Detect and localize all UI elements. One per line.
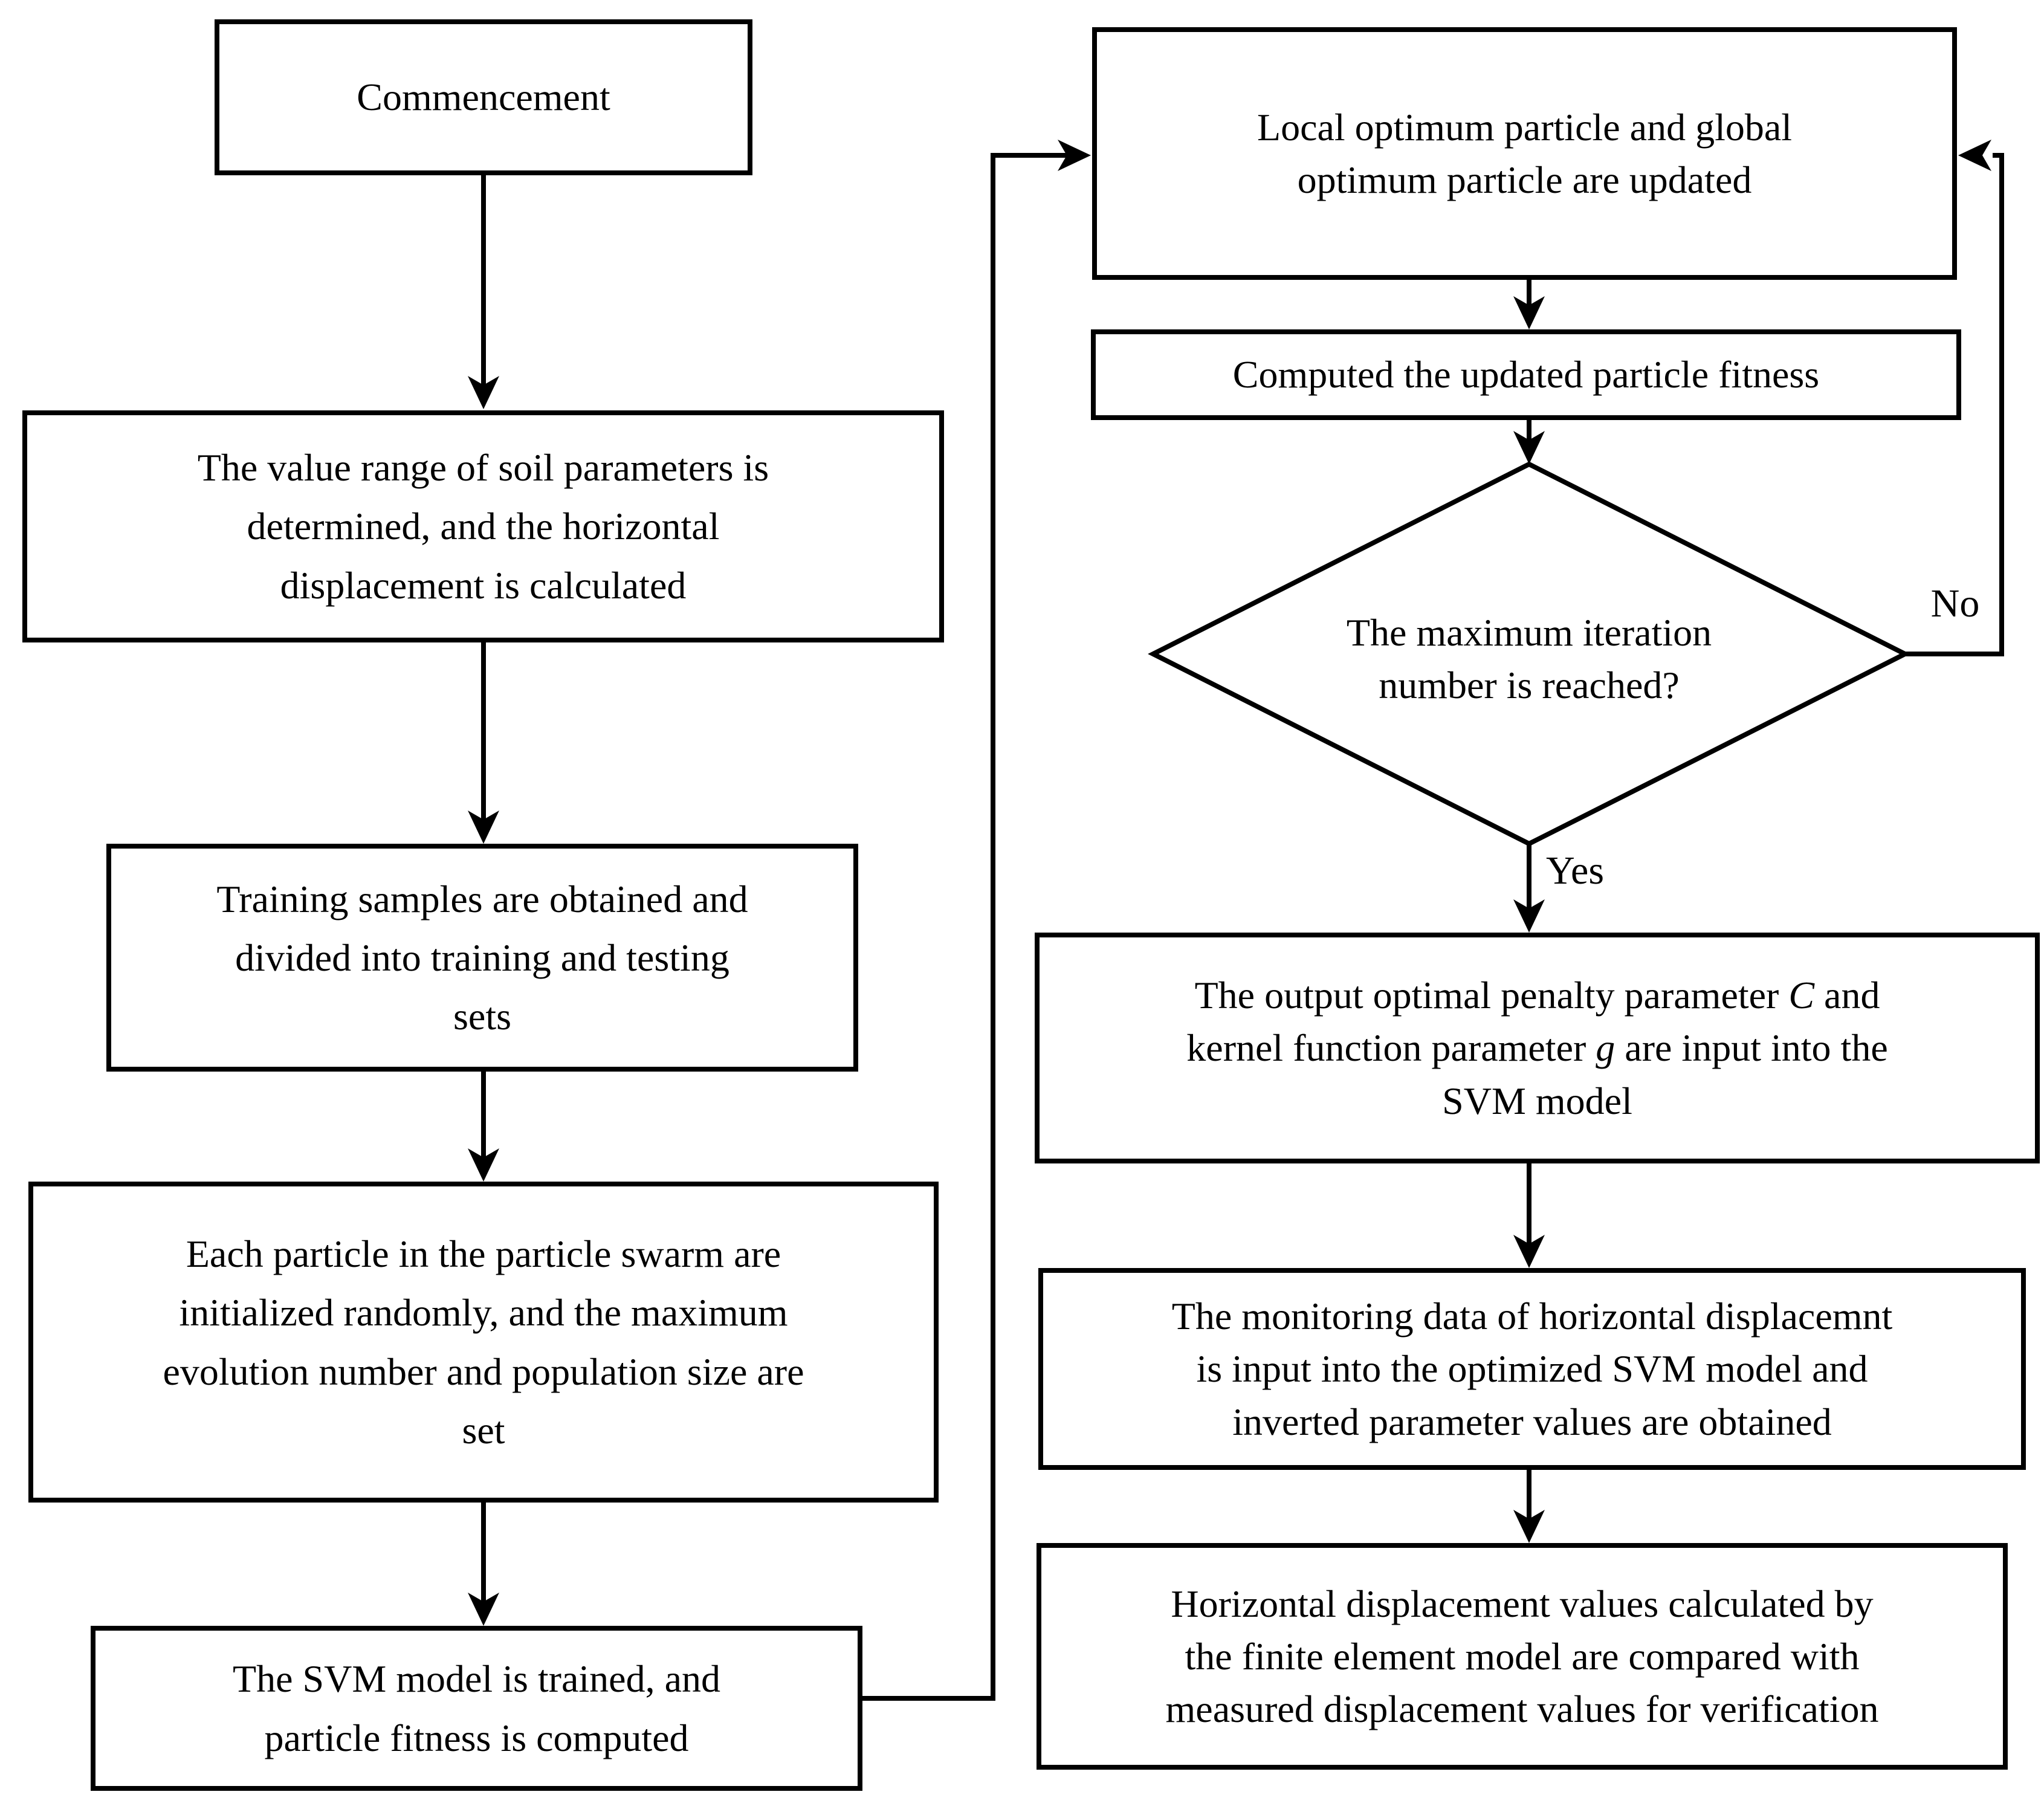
- verification-box: Horizontal displacement values calculate…: [1037, 1543, 2008, 1770]
- arrowhead-output: [1513, 899, 1545, 933]
- output-params-box: The output optimal penalty parameter C a…: [1035, 933, 2040, 1163]
- particle-init-text: Each particle in the particle swarm are …: [163, 1232, 804, 1452]
- particle-init-box: Each particle in the particle swarm are …: [28, 1182, 939, 1503]
- training-samples-box: Training samples are obtained and divide…: [106, 844, 858, 1072]
- arrowhead-valuerange: [468, 376, 499, 409]
- decision-label: The maximum iteration number is reached?: [1346, 610, 1712, 707]
- commencement-text: Commencement: [357, 76, 610, 119]
- yes-branch-label: Yes: [1546, 849, 1605, 893]
- commencement-box: Commencement: [215, 19, 752, 175]
- training-samples-text: Training samples are obtained and divide…: [216, 877, 748, 1038]
- arrowhead-training: [468, 810, 499, 844]
- monitoring-data-text: The monitoring data of horizontal displa…: [1171, 1295, 1893, 1443]
- arrowhead-decision: [1513, 431, 1545, 464]
- update-particles-text: Local optimum particle and global optimu…: [1256, 105, 1793, 201]
- compute-fitness-box: Computed the updated particle fitness: [1091, 329, 1961, 420]
- arrowhead-monitoring: [1513, 1235, 1545, 1268]
- decision-diamond: [1148, 461, 1910, 847]
- verification-text: Horizontal displacement values calculate…: [1165, 1582, 1879, 1731]
- arrowhead-update-left: [1058, 140, 1091, 171]
- arrowhead-fitness: [1513, 296, 1545, 329]
- no-branch-label: No: [1930, 581, 1980, 626]
- output-params-part1: The output optimal penalty parameter: [1194, 974, 1789, 1017]
- output-params-part2: and kernel function parameter: [1186, 974, 1880, 1070]
- arrowhead-verification: [1513, 1510, 1545, 1543]
- monitoring-data-box: The monitoring data of horizontal displa…: [1038, 1268, 2026, 1470]
- value-range-box: The value range of soil parameters is de…: [22, 410, 944, 642]
- decision-label-wrap: The maximum iteration number is reached?: [1257, 579, 1801, 739]
- compute-fitness-text: Computed the updated particle fitness: [1232, 353, 1820, 396]
- output-params-text: The output optimal penalty parameter C a…: [1178, 969, 1896, 1127]
- update-particles-box: Local optimum particle and global optimu…: [1092, 27, 1957, 280]
- arrowhead-svmtrain: [468, 1593, 499, 1626]
- output-params-part3: are input into the SVM model: [1442, 1026, 1888, 1122]
- svm-trained-text: The SVM model is trained, and particle f…: [233, 1657, 720, 1759]
- connector-no-loop: [1905, 153, 2004, 656]
- connector-svmtrain-to-update: [862, 153, 1069, 1701]
- arrowhead-init: [468, 1148, 499, 1182]
- penalty-parameter-c-symbol: C: [1788, 974, 1815, 1017]
- kernel-parameter-g-symbol: g: [1596, 1026, 1615, 1070]
- value-range-text: The value range of soil parameters is de…: [197, 446, 769, 607]
- arrowhead-update-right: [1958, 140, 1991, 171]
- svm-trained-box: The SVM model is trained, and particle f…: [91, 1626, 862, 1791]
